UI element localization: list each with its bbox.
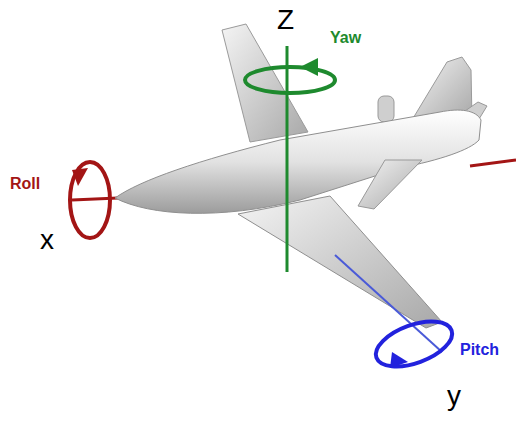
roll-axis bbox=[470, 160, 516, 166]
roll-arrow bbox=[72, 168, 88, 186]
yaw-ring bbox=[245, 67, 335, 93]
roll-ring bbox=[70, 162, 110, 238]
pitch-ring bbox=[370, 312, 458, 375]
engine bbox=[378, 96, 394, 122]
near-wing bbox=[238, 196, 442, 328]
yaw-axis bbox=[286, 46, 289, 272]
stabilizer bbox=[358, 160, 422, 209]
rotation-name: Pitch bbox=[460, 342, 499, 358]
pitch-arrow bbox=[390, 352, 408, 368]
fuselage bbox=[115, 110, 481, 213]
axis-name: Z bbox=[277, 6, 294, 34]
rotation-name: Yaw bbox=[330, 30, 361, 46]
axis-name: x bbox=[40, 226, 54, 254]
axis-name: y bbox=[447, 382, 461, 410]
rotation-name: Roll bbox=[10, 176, 40, 192]
yaw-arrow bbox=[300, 58, 318, 76]
far-wing bbox=[222, 24, 308, 142]
